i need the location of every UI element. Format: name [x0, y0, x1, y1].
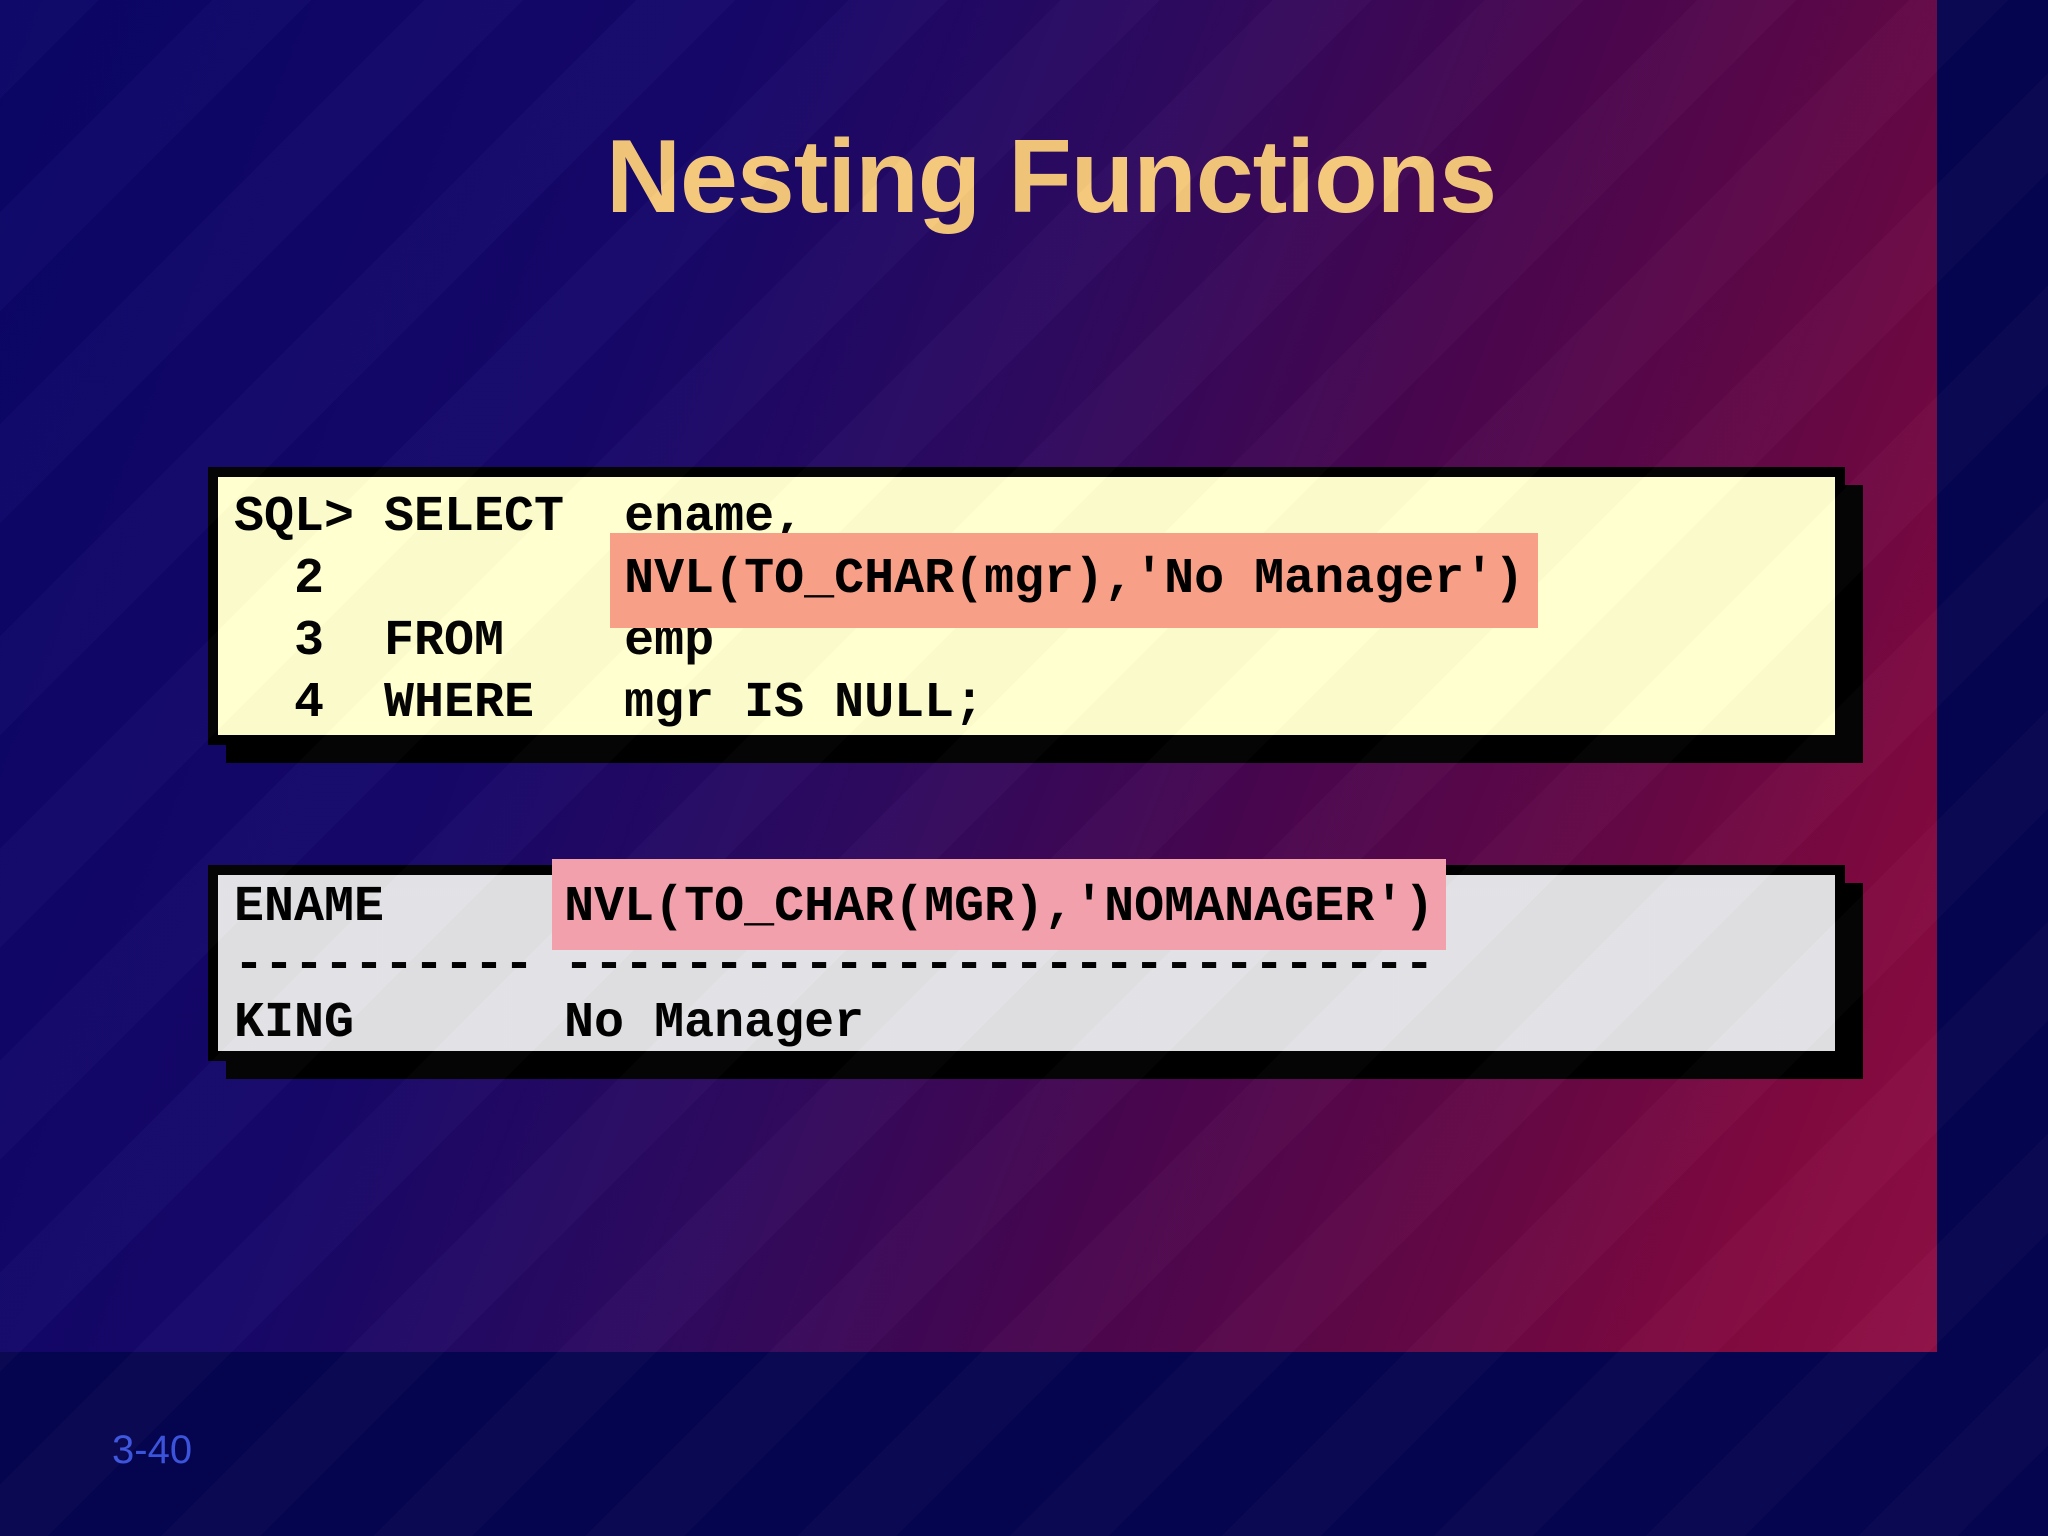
query-result-box: ENAME NVL(TO_CHAR(MGR),'NOMANAGER') ----… — [208, 859, 1845, 1061]
sql-line-4: 4 WHERE mgr IS NULL; — [234, 673, 1835, 735]
sql-line-1: SQL> SELECT ename, — [234, 487, 1835, 549]
result-header-highlighted-expression: NVL(TO_CHAR(MGR),'NOMANAGER') — [552, 859, 1447, 950]
sql-line-1-text: SQL> SELECT ename, — [234, 489, 805, 546]
result-header-row: ENAME NVL(TO_CHAR(MGR),'NOMANAGER') — [234, 859, 1835, 950]
result-data-row: KING No Manager — [234, 995, 1835, 1053]
slide-background: Nesting Functions SQL> SELECT ename, 2 N… — [0, 0, 1937, 1352]
sql-code-box: SQL> SELECT ename, 2 NVL(TO_CHAR(mgr),'N… — [208, 467, 1845, 745]
sql-line-2: 2 NVL(TO_CHAR(mgr),'No Manager') — [234, 533, 1835, 628]
sql-line-3-text: 3 FROM emp — [234, 613, 715, 670]
sql-line-2-prefix: 2 — [234, 551, 625, 608]
sql-line-2-highlighted-expression: NVL(TO_CHAR(mgr),'No Manager') — [610, 533, 1539, 628]
page-number: 3-40 — [112, 1428, 193, 1472]
result-data-values: KING No Manager — [234, 995, 865, 1052]
sql-line-4-text: 4 WHERE mgr IS NULL; — [234, 675, 985, 732]
sql-line-3: 3 FROM emp — [234, 611, 1835, 673]
slide-title: Nesting Functions — [605, 119, 1497, 235]
result-header-ename: ENAME — [234, 879, 565, 936]
